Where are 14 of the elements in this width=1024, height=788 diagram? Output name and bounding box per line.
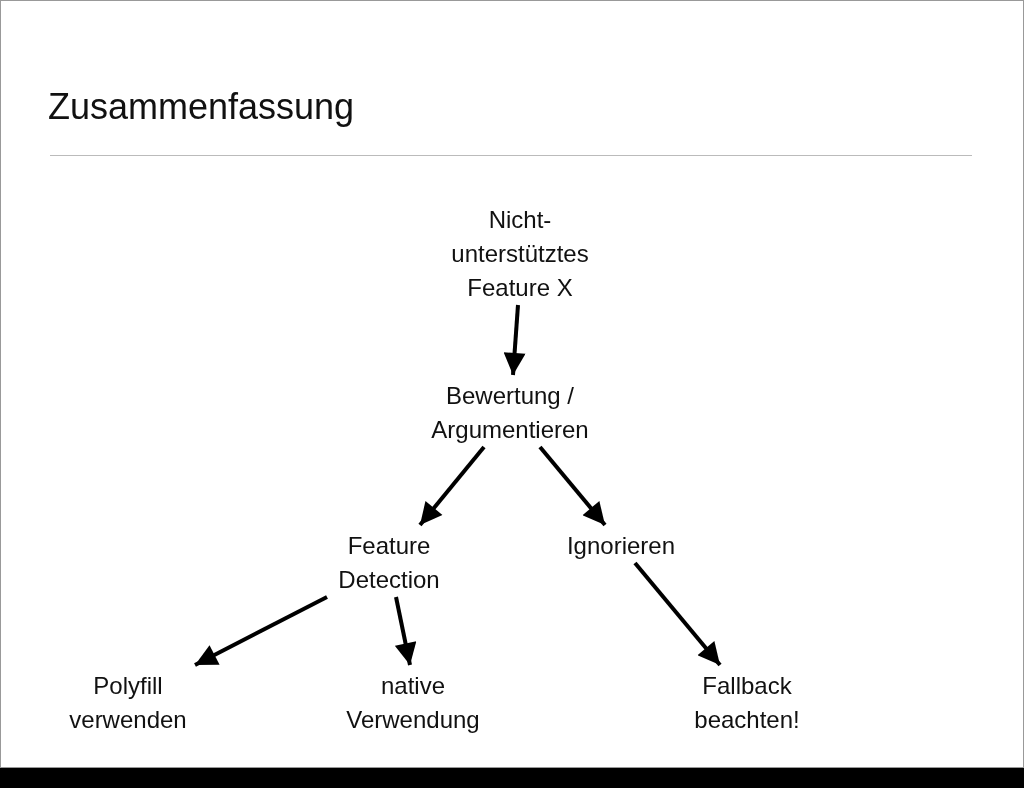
node-label: Polyfill verwenden bbox=[68, 671, 188, 735]
node-label: Feature Detection bbox=[337, 531, 441, 595]
node-label: Fallback beachten! bbox=[693, 671, 801, 735]
arrow bbox=[633, 561, 722, 667]
arrow bbox=[394, 596, 417, 666]
node-label: Nicht- unterstütztes Feature X bbox=[450, 205, 590, 303]
node-label: native Verwendung bbox=[345, 671, 481, 735]
arrow bbox=[194, 595, 328, 667]
node-label: Bewertung / Argumentieren bbox=[430, 381, 590, 445]
slide-title: Zusammenfassung bbox=[48, 86, 355, 128]
arrow bbox=[418, 445, 486, 527]
arrow bbox=[538, 445, 607, 527]
node-label: Ignorieren bbox=[565, 531, 677, 561]
arrow bbox=[503, 304, 526, 376]
